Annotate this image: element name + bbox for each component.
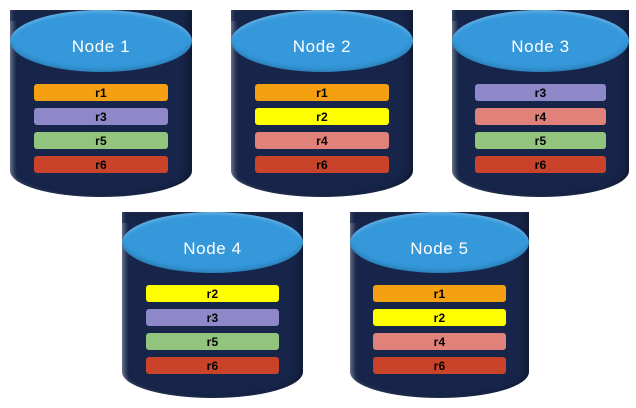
database-node-3[interactable]: Node 3 r3 r4 r5 r6 bbox=[452, 10, 629, 197]
database-node-4[interactable]: Node 4 r2 r3 r5 r6 bbox=[122, 212, 303, 398]
replica-label: r5 bbox=[534, 133, 547, 148]
replica-bar-r1[interactable]: r1 bbox=[254, 84, 390, 101]
replica-label: r3 bbox=[206, 310, 219, 325]
replica-label: r6 bbox=[433, 358, 446, 373]
replica-label: r6 bbox=[206, 358, 219, 373]
replica-label: r5 bbox=[206, 334, 219, 349]
replica-label: r4 bbox=[433, 334, 446, 349]
replica-bar-r5[interactable]: r5 bbox=[475, 132, 606, 149]
replica-list: r1 r2 r4 r6 bbox=[350, 285, 529, 374]
database-node-2[interactable]: Node 2 r1 r2 r4 r6 bbox=[231, 10, 413, 197]
replica-bar-r5[interactable]: r5 bbox=[145, 333, 280, 350]
replica-bar-r3[interactable]: r3 bbox=[475, 84, 606, 101]
replica-bar-r6[interactable]: r6 bbox=[145, 357, 280, 374]
replica-bar-r2[interactable]: r2 bbox=[373, 309, 506, 326]
database-node-5[interactable]: Node 5 r1 r2 r4 r6 bbox=[350, 212, 529, 398]
replica-bar-r2[interactable]: r2 bbox=[254, 108, 390, 125]
cylinder-top-ellipse bbox=[231, 10, 413, 72]
replica-bar-r4[interactable]: r4 bbox=[373, 333, 506, 350]
replica-label: r2 bbox=[206, 286, 219, 301]
node-label: Node 4 bbox=[183, 239, 242, 258]
replica-label: r1 bbox=[95, 85, 107, 100]
replica-label: r5 bbox=[95, 133, 107, 148]
replica-list: r1 r2 r4 r6 bbox=[231, 84, 413, 173]
replica-label: r6 bbox=[316, 157, 328, 172]
replica-bar-r4[interactable]: r4 bbox=[254, 132, 390, 149]
replica-label: r4 bbox=[316, 133, 328, 148]
replica-bar-r1[interactable]: r1 bbox=[33, 84, 169, 101]
replica-label: r6 bbox=[534, 157, 547, 172]
node-label: Node 2 bbox=[292, 37, 352, 56]
node-label: Node 3 bbox=[511, 37, 570, 56]
replica-bar-r6[interactable]: r6 bbox=[33, 156, 169, 173]
replica-bar-r6[interactable]: r6 bbox=[254, 156, 390, 173]
database-node-1[interactable]: Node 1 r1 r3 r5 r6 bbox=[10, 10, 192, 197]
node-label: Node 1 bbox=[71, 37, 131, 56]
cylinder-top-ellipse bbox=[350, 212, 529, 273]
replica-bar-r1[interactable]: r1 bbox=[373, 285, 506, 302]
replica-list: r3 r4 r5 r6 bbox=[452, 84, 629, 173]
replica-list: r1 r3 r5 r6 bbox=[10, 84, 192, 173]
replica-bar-r5[interactable]: r5 bbox=[33, 132, 169, 149]
replica-label: r6 bbox=[95, 157, 107, 172]
replica-label: r2 bbox=[433, 310, 446, 325]
replica-label: r2 bbox=[316, 109, 328, 124]
replica-list: r2 r3 r5 r6 bbox=[122, 285, 303, 374]
replica-label: r1 bbox=[316, 85, 328, 100]
replica-label: r4 bbox=[534, 109, 547, 124]
cylinder-top-ellipse bbox=[122, 212, 303, 273]
replica-label: r3 bbox=[95, 109, 107, 124]
replica-bar-r4[interactable]: r4 bbox=[475, 108, 606, 125]
replica-label: r3 bbox=[534, 85, 547, 100]
replica-bar-r3[interactable]: r3 bbox=[145, 309, 280, 326]
cylinder-top-ellipse bbox=[10, 10, 192, 72]
replica-label: r1 bbox=[433, 286, 446, 301]
node-label: Node 5 bbox=[410, 239, 469, 258]
cylinder-top-ellipse bbox=[452, 10, 629, 72]
replica-bar-r6[interactable]: r6 bbox=[373, 357, 506, 374]
replica-bar-r6[interactable]: r6 bbox=[475, 156, 606, 173]
replica-bar-r2[interactable]: r2 bbox=[145, 285, 280, 302]
replica-bar-r3[interactable]: r3 bbox=[33, 108, 169, 125]
